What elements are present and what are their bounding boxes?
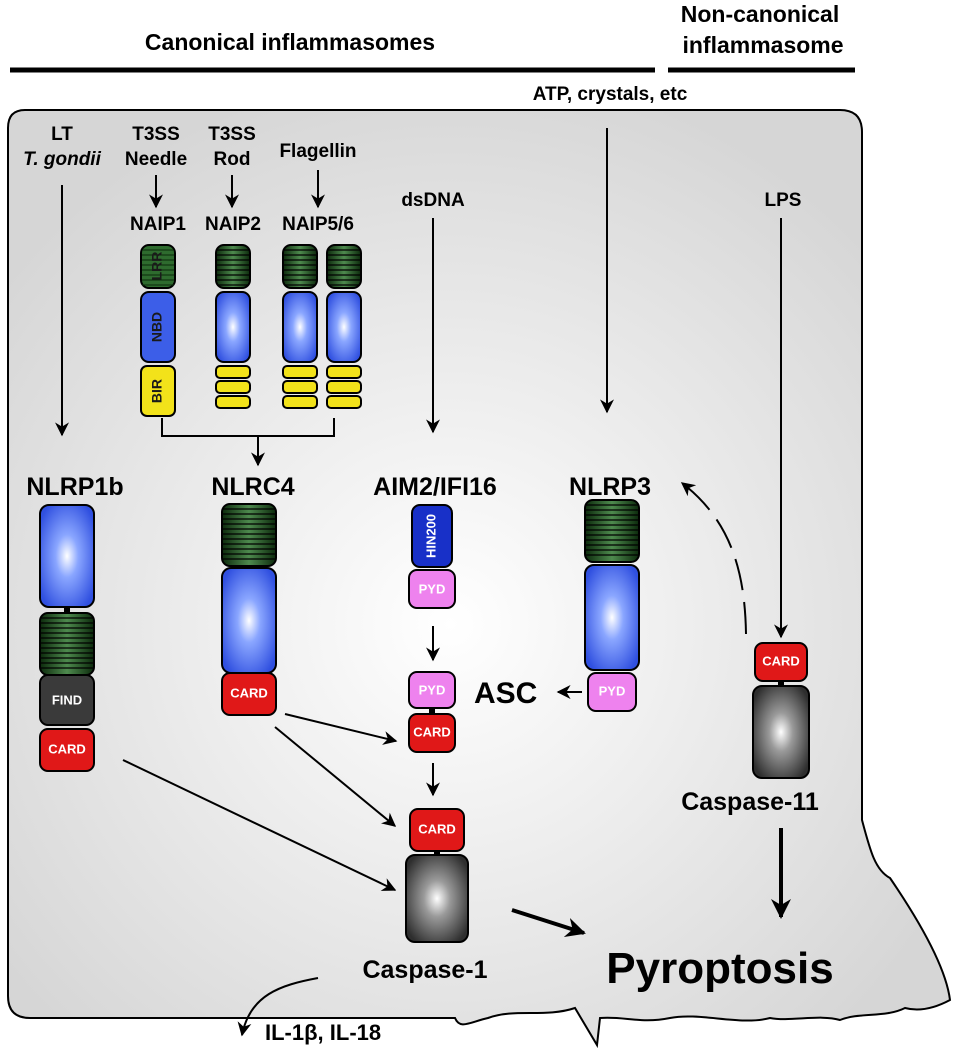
caspase1-label: Caspase-1	[362, 956, 487, 984]
naip6-lrr	[326, 244, 362, 289]
nlrc4-card	[221, 672, 277, 716]
aim2-pyd	[408, 569, 456, 609]
naip1-nbd-label: NBD	[149, 312, 165, 342]
nlrp3-title: NLRP3	[569, 473, 651, 501]
nlrp1b-lrr	[39, 612, 95, 676]
naip5-bir-2	[282, 380, 318, 394]
naip2-label: NAIP2	[205, 214, 261, 235]
header: Canonical inflammasomes Non-canonical in…	[10, 1, 855, 73]
arrows	[55, 128, 791, 1037]
nlrp1b-linker	[64, 607, 70, 613]
stimulus-t3ss-rod-line2: Rod	[214, 149, 251, 170]
naip1-nbd	[140, 291, 176, 363]
naip2-bir-3	[215, 395, 251, 409]
stimulus-flagellin: Flagellin	[279, 141, 356, 162]
nlrc4-lrr	[221, 503, 277, 567]
nlrp1b-title: NLRP1b	[26, 473, 123, 501]
asc-label: ASC	[474, 677, 537, 710]
nlrp1b-card-label: CARD	[48, 741, 86, 756]
arrow-caspase11-to-nlrp3-dashed	[680, 482, 747, 635]
naip6-bir-1	[326, 365, 362, 379]
aim2-pyd-label: PYD	[419, 581, 446, 596]
nlrp3-lrr	[584, 499, 640, 563]
nlrc4-title: NLRC4	[211, 473, 294, 501]
naip6-bir-2	[326, 380, 362, 394]
nlrp1b-find	[39, 674, 95, 726]
caspase1-card-label: CARD	[418, 821, 456, 836]
naip1-bir	[140, 365, 176, 417]
stimulus-lt: LT	[51, 124, 73, 145]
naip5-nbd	[282, 291, 318, 363]
stimulus-dsdna: dsDNA	[401, 190, 465, 211]
noncanonical-header-line2: inflammasome	[682, 32, 843, 58]
stimulus-t3ss-needle-line2: Needle	[125, 149, 187, 170]
nlrp1b-nbd	[39, 504, 95, 608]
asc-pyd-label: PYD	[419, 682, 446, 697]
caspase1-linker	[434, 851, 440, 856]
stimulus-t3ss-needle-line1: T3SS	[132, 124, 180, 145]
naip2-bir-1	[215, 365, 251, 379]
stimuli: LT T. gondii T3SS Needle T3SS Rod Flagel…	[23, 84, 801, 211]
asc-linker	[429, 708, 435, 714]
asc-card	[408, 713, 456, 753]
naip-bracket	[161, 418, 335, 437]
cytokines-label: IL-1β, IL-18	[265, 1020, 381, 1045]
aim2-hin200	[411, 504, 453, 568]
arrow-caspase1-to-pyroptosis	[511, 908, 586, 938]
outputs: ASC Caspase-1 Caspase-11 Pyroptosis IL-1…	[265, 677, 834, 1045]
naip5-bir-3	[282, 395, 318, 409]
naip6-nbd	[326, 291, 362, 363]
pyroptosis-label: Pyroptosis	[606, 944, 833, 993]
naip6-bir-3	[326, 395, 362, 409]
caspase1-body	[405, 854, 469, 943]
naip56-label: NAIP5/6	[282, 214, 354, 235]
naip1-lrr	[140, 244, 176, 289]
nlrp1b-find-label: FIND	[52, 692, 82, 707]
naip1-lrr-label: LRR	[149, 252, 165, 281]
aim2-title: AIM2/IFI16	[373, 473, 497, 501]
caspase11-card-label: CARD	[762, 653, 800, 668]
naip2-nbd	[215, 291, 251, 363]
naip5-lrr	[282, 244, 318, 289]
naip2-bir-2	[215, 380, 251, 394]
naip5-bir-1	[282, 365, 318, 379]
stimulus-atp-crystals: ATP, crystals, etc	[533, 84, 688, 105]
caspase11-label: Caspase-11	[681, 788, 819, 816]
naip2-lrr	[215, 244, 251, 289]
arrow-nlrc4-to-caspase1	[274, 726, 397, 827]
arrow-nlrc4-to-asc	[284, 713, 398, 745]
nlrp3-pyd	[587, 672, 637, 712]
naip-labels: NAIP1 NAIP2 NAIP5/6	[130, 214, 354, 235]
arrow-caspase1-to-cytokines	[237, 977, 319, 1037]
stimulus-t-gondii: T. gondii	[23, 149, 101, 170]
caspase11-body	[752, 685, 810, 779]
canonical-header-title: Canonical inflammasomes	[145, 29, 435, 55]
caspase11-linker	[778, 681, 784, 686]
naip1-label: NAIP1	[130, 214, 186, 235]
stimulus-lps: LPS	[765, 190, 802, 211]
nlrp1b-card	[39, 728, 95, 772]
noncanonical-header-line1: Non-canonical	[681, 1, 839, 27]
aim2-hin200-label: HIN200	[423, 514, 438, 558]
nlrc4-nbd	[221, 567, 277, 674]
nlrp3-nbd	[584, 564, 640, 671]
sensor-titles: NLRP1b NLRC4 AIM2/IFI16 NLRP3	[26, 473, 651, 501]
naip1-bir-label: BIR	[149, 379, 165, 403]
stimulus-t3ss-rod-line1: T3SS	[208, 124, 256, 145]
arrow-nlrp1b-to-caspase1	[122, 759, 397, 891]
asc-card-label: CARD	[413, 724, 451, 739]
nlrc4-card-label: CARD	[230, 685, 268, 700]
nlrp3-pyd-label: PYD	[599, 683, 626, 698]
